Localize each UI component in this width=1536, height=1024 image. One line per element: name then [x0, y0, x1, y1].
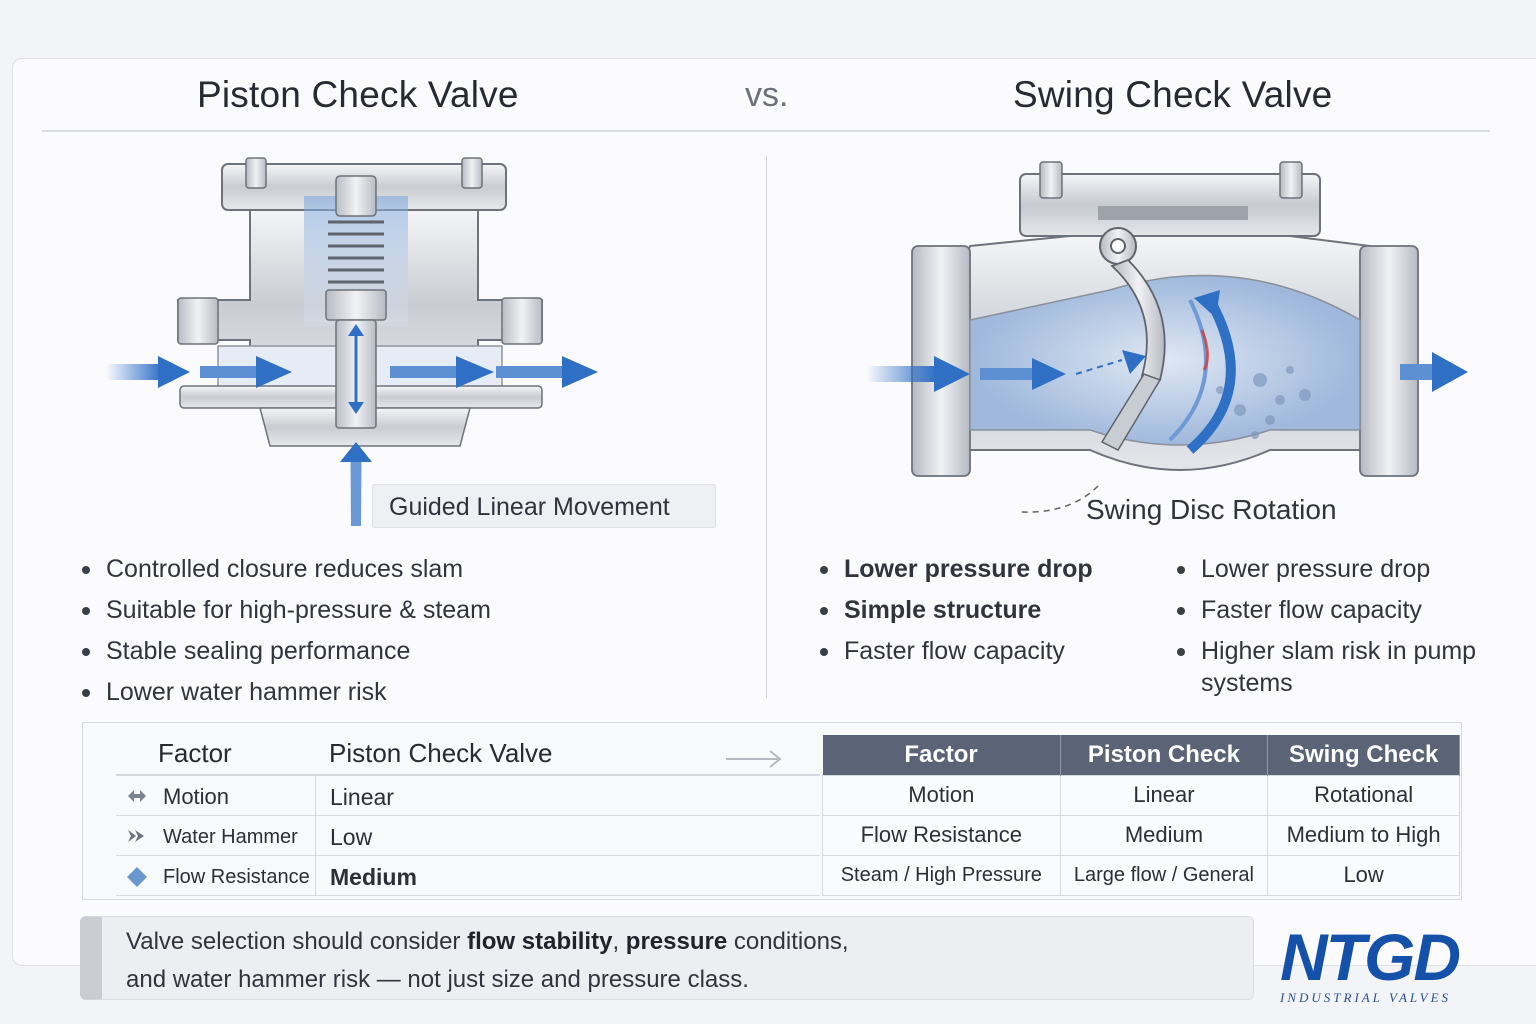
- table-cell: Large flow / General: [1059, 854, 1269, 896]
- list-item: Simple structure: [820, 590, 1093, 631]
- note-line-2: and water hammer risk — not just size an…: [126, 966, 749, 993]
- logo-mark: NTGD: [1280, 920, 1461, 994]
- selection-note: Valve selection should consider flow sta…: [80, 916, 1254, 1000]
- note-line-1: Valve selection should consider flow sta…: [126, 928, 849, 955]
- piston-callout: Guided Linear Movement: [372, 484, 716, 528]
- table-cell: Motion: [822, 774, 1061, 816]
- table-cell: Steam / High Pressure: [822, 854, 1061, 896]
- table-row: Flow Resistance Medium Medium to High: [822, 814, 1460, 856]
- header-piston-check: Piston Check: [1060, 735, 1269, 775]
- header-divider: [42, 130, 1490, 132]
- factor-value: Low: [330, 824, 373, 850]
- arrow-right-icon: [726, 750, 782, 768]
- table-cell: Linear: [1059, 774, 1269, 816]
- brand-logo: NTGD INDUSTRIAL VALVES: [1280, 924, 1480, 1006]
- factor-value: Medium: [330, 864, 417, 890]
- list-item: Suitable for high-pressure & steam: [82, 590, 491, 631]
- table-cell: Low: [1267, 854, 1460, 896]
- swing-bullets-col1: Lower pressure drop Simple structure Fas…: [820, 549, 1093, 672]
- table-row: Water Hammer Low: [116, 816, 820, 856]
- diamond-icon: [127, 867, 147, 887]
- factor-label: Flow Resistance: [163, 866, 310, 888]
- table-cell: Flow Resistance: [822, 814, 1061, 856]
- table-row: Steam / High Pressure Large flow / Gener…: [822, 854, 1460, 896]
- chevron-arrow-icon: [128, 830, 144, 842]
- factor-value: Linear: [330, 784, 394, 810]
- double-arrow-icon: [128, 790, 146, 802]
- table-row: Motion Linear: [116, 776, 820, 816]
- logo-tagline: INDUSTRIAL VALVES: [1280, 990, 1452, 1005]
- swing-title: Swing Check Valve: [1013, 74, 1333, 115]
- list-item: Lower pressure drop: [820, 549, 1093, 590]
- table-row: Motion Linear Rotational: [822, 774, 1460, 816]
- swing-label: Swing Disc Rotation: [1086, 494, 1337, 525]
- column-divider: [766, 156, 767, 698]
- header-piston: Piston Check Valve: [329, 738, 553, 768]
- piston-factor-table: Factor Piston Check Valve Motion Linear …: [116, 734, 820, 896]
- list-item: Faster flow capacity: [1177, 590, 1517, 631]
- table-cell: Rotational: [1267, 774, 1460, 816]
- piston-title: Piston Check Valve: [197, 74, 519, 115]
- swing-valve-diagram: [866, 161, 1468, 513]
- factor-label: Motion: [163, 784, 230, 809]
- table-header: Factor Piston Check Valve: [116, 734, 820, 776]
- list-item: Stable sealing performance: [82, 631, 491, 672]
- table-header-row: Factor Piston Check Swing Check: [822, 735, 1460, 775]
- piston-valve-diagram: [106, 157, 598, 526]
- table-cell: Medium: [1059, 814, 1269, 856]
- list-item: Higher slam risk in pump systems: [1177, 635, 1517, 699]
- factor-label: Water Hammer: [163, 826, 298, 848]
- header-factor: Factor: [822, 735, 1061, 775]
- list-item: Faster flow capacity: [820, 631, 1093, 672]
- header-swing-check: Swing Check: [1267, 735, 1460, 775]
- list-item: Lower water hammer risk: [82, 672, 491, 713]
- table-row: Flow Resistance Medium: [116, 856, 820, 896]
- list-item: Lower pressure drop: [1177, 549, 1517, 590]
- swing-bullets-col2: Lower pressure drop Faster flow capacity…: [1177, 549, 1517, 699]
- comparison-table: Factor Piston Check Swing Check Motion L…: [822, 735, 1460, 896]
- header-factor: Factor: [158, 738, 232, 768]
- piston-bullets: Controlled closure reduces slam Suitable…: [82, 549, 491, 713]
- list-item: Controlled closure reduces slam: [82, 549, 491, 590]
- vs-label: vs.: [745, 76, 789, 114]
- table-cell: Medium to High: [1267, 814, 1460, 856]
